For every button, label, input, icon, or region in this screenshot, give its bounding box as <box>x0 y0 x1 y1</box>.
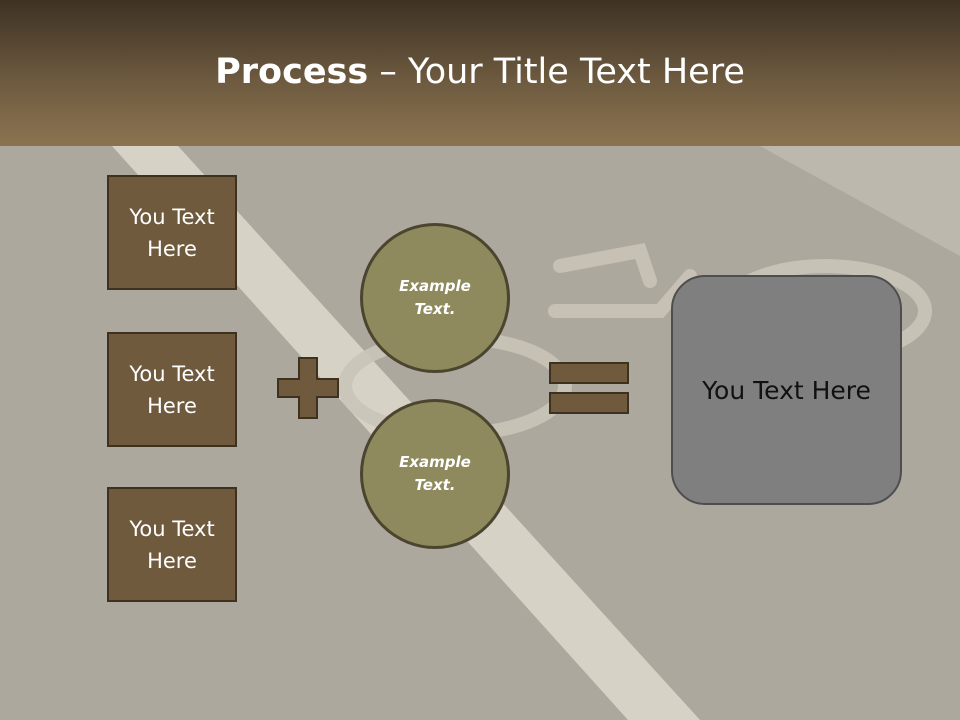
slide-title: Process – Your Title Text Here <box>0 52 960 92</box>
example-circle-1-line1: Example <box>399 277 471 295</box>
title-bold: Process <box>215 52 369 92</box>
text-box-2-line1: You Text <box>129 361 215 386</box>
result-box: You Text Here <box>671 275 902 505</box>
text-box-2-line2: Here <box>147 393 197 418</box>
text-box-3-line2: Here <box>147 548 197 573</box>
plus-icon <box>277 357 339 419</box>
text-box-1-line1: You Text <box>129 204 215 229</box>
text-box-3-line1: You Text <box>129 516 215 541</box>
text-box-1-line2: Here <box>147 236 197 261</box>
example-circle-1-line2: Text. <box>414 300 456 318</box>
result-text: You Text Here <box>702 375 871 405</box>
example-circle-2-line1: Example <box>399 453 471 471</box>
equals-icon <box>549 362 629 414</box>
title-rest: – Your Title Text Here <box>368 52 745 92</box>
example-circle-2-line2: Text. <box>414 476 456 494</box>
title-bar <box>0 0 960 146</box>
